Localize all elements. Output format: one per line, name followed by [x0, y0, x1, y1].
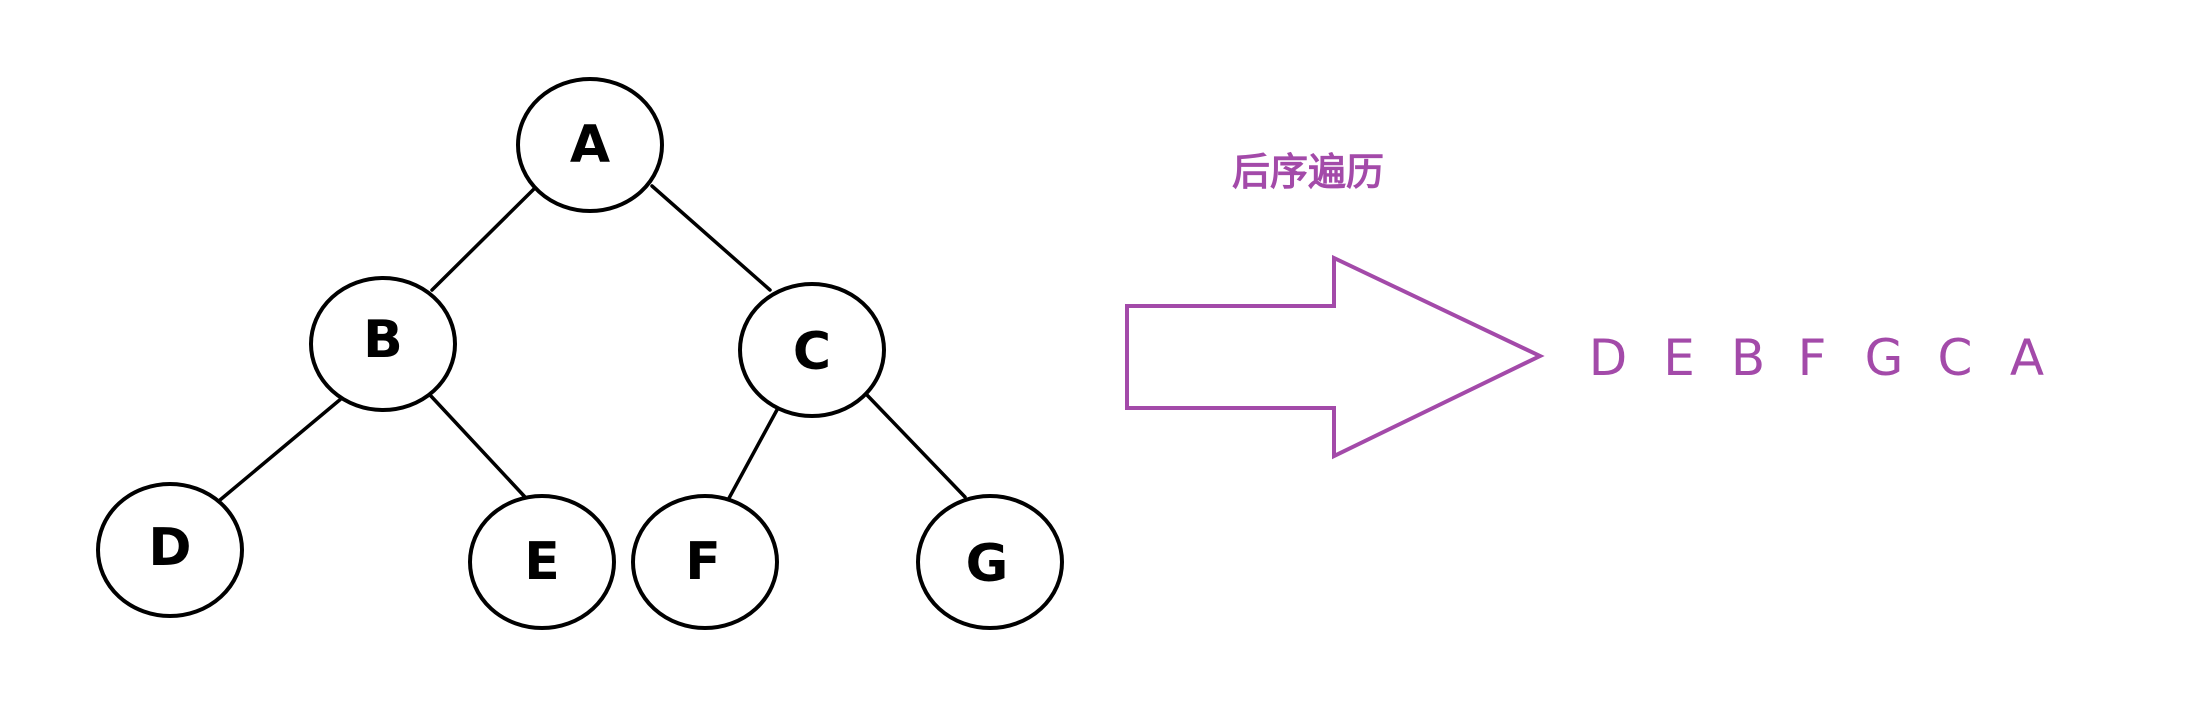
- traversal-sequence: D E B F G C A: [1589, 329, 2044, 387]
- traversal-title: 后序遍历: [1232, 150, 1384, 194]
- sequence-item: G: [1865, 329, 1904, 387]
- sequence-item: C: [1938, 329, 1973, 387]
- edge-a-b: [430, 184, 539, 292]
- tree-node-label: E: [524, 532, 560, 592]
- edge-c-f: [726, 406, 780, 502]
- tree-edges: [218, 184, 967, 502]
- sequence-item: A: [2010, 329, 2044, 387]
- tree-node-a: A: [516, 77, 664, 213]
- edge-a-c: [650, 184, 772, 292]
- tree-node-label: C: [793, 322, 831, 382]
- edge-b-d: [218, 396, 344, 502]
- tree-node-d: D: [96, 482, 244, 618]
- edge-c-g: [865, 393, 967, 499]
- tree-node-label: F: [685, 532, 721, 592]
- tree-node-label: B: [363, 310, 403, 370]
- right-arrow-icon: [1125, 254, 1545, 460]
- tree-node-b: B: [309, 276, 457, 412]
- tree-node-f: F: [631, 494, 779, 630]
- edge-b-e: [428, 393, 527, 499]
- sequence-item: E: [1663, 329, 1695, 387]
- tree-nodes: A B C D E F G: [96, 77, 1064, 630]
- tree-node-c: C: [738, 282, 886, 418]
- sequence-item: F: [1798, 329, 1827, 387]
- tree-node-label: D: [148, 518, 191, 578]
- tree-node-e: E: [468, 494, 616, 630]
- tree-node-label: A: [570, 115, 610, 175]
- sequence-item: B: [1731, 329, 1765, 387]
- sequence-item: D: [1589, 329, 1628, 387]
- tree-node-label: G: [966, 534, 1009, 594]
- tree-node-g: G: [916, 494, 1064, 630]
